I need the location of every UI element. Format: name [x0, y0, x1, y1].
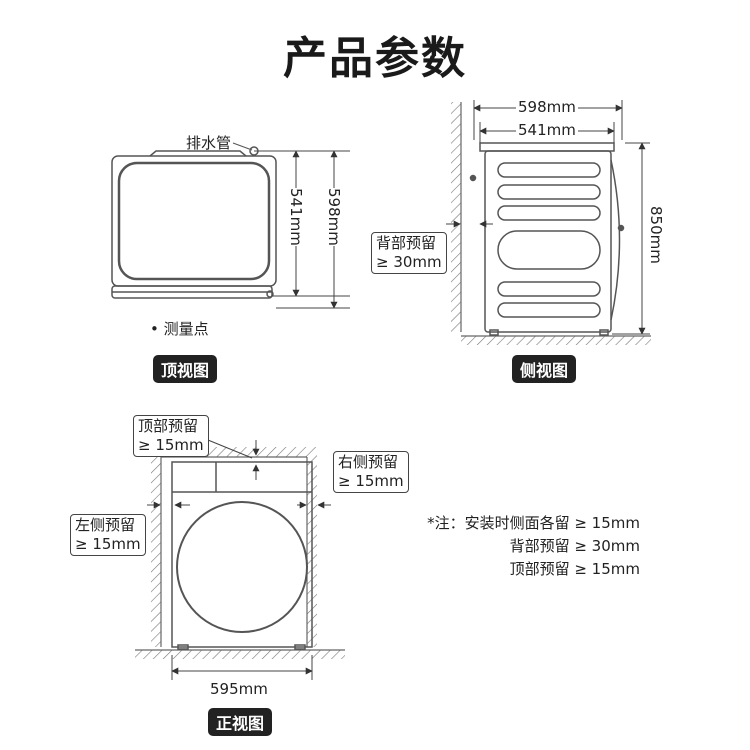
top-reserve-line2: ≥ 15mm — [138, 436, 204, 454]
right-reserve-line1: 右侧预留 — [338, 453, 399, 471]
side-view-dim-850: 850mm — [647, 206, 665, 264]
top-view-dim-598: 598mm — [325, 188, 343, 246]
top-view-drawing — [111, 142, 277, 299]
side-view-dimension-lines — [446, 100, 650, 335]
front-view-drawing — [171, 461, 313, 650]
front-view-dimension-lines — [147, 439, 331, 680]
note-line-2: 背部预留 ≥ 30mm — [509, 537, 640, 555]
note-line-3: 顶部预留 ≥ 15mm — [509, 560, 640, 578]
left-reserve-line2: ≥ 15mm — [75, 535, 141, 553]
measure-point-label: • 测量点 — [150, 320, 209, 338]
side-view-wall — [451, 102, 651, 345]
front-view-label: 正视图 — [208, 708, 273, 736]
right-reserve-line2: ≥ 15mm — [338, 472, 404, 490]
back-reserve-callout: 背部预留 ≥ 30mm — [371, 232, 447, 274]
front-view-walls — [135, 447, 345, 659]
install-notes: *注：安装时侧面各留 ≥ 15mm 背部预留 ≥ 30mm 顶部预留 ≥ 15m… — [427, 512, 640, 581]
page-title: 产品参数 — [283, 33, 467, 84]
left-reserve-line1: 左侧预留 — [75, 516, 136, 534]
top-reserve-line1: 顶部预留 — [138, 417, 199, 435]
side-view-label: 侧视图 — [512, 355, 577, 383]
back-reserve-line1: 背部预留 — [376, 234, 437, 252]
note-line-1: *注：安装时侧面各留 ≥ 15mm — [427, 514, 640, 532]
side-view-drawing — [469, 142, 625, 336]
front-view-dim-595: 595mm — [208, 680, 270, 698]
side-view-dim-598: 598mm — [516, 98, 578, 116]
right-reserve-callout: 右侧预留 ≥ 15mm — [333, 451, 409, 493]
drain-pipe-label: 排水管 — [186, 134, 232, 152]
top-view-label: 顶视图 — [153, 355, 218, 383]
top-view-dim-541: 541mm — [287, 188, 305, 246]
left-reserve-callout: 左侧预留 ≥ 15mm — [70, 514, 146, 556]
side-view-dim-541: 541mm — [516, 121, 578, 139]
top-reserve-callout: 顶部预留 ≥ 15mm — [133, 415, 209, 457]
back-reserve-line2: ≥ 30mm — [376, 253, 442, 271]
